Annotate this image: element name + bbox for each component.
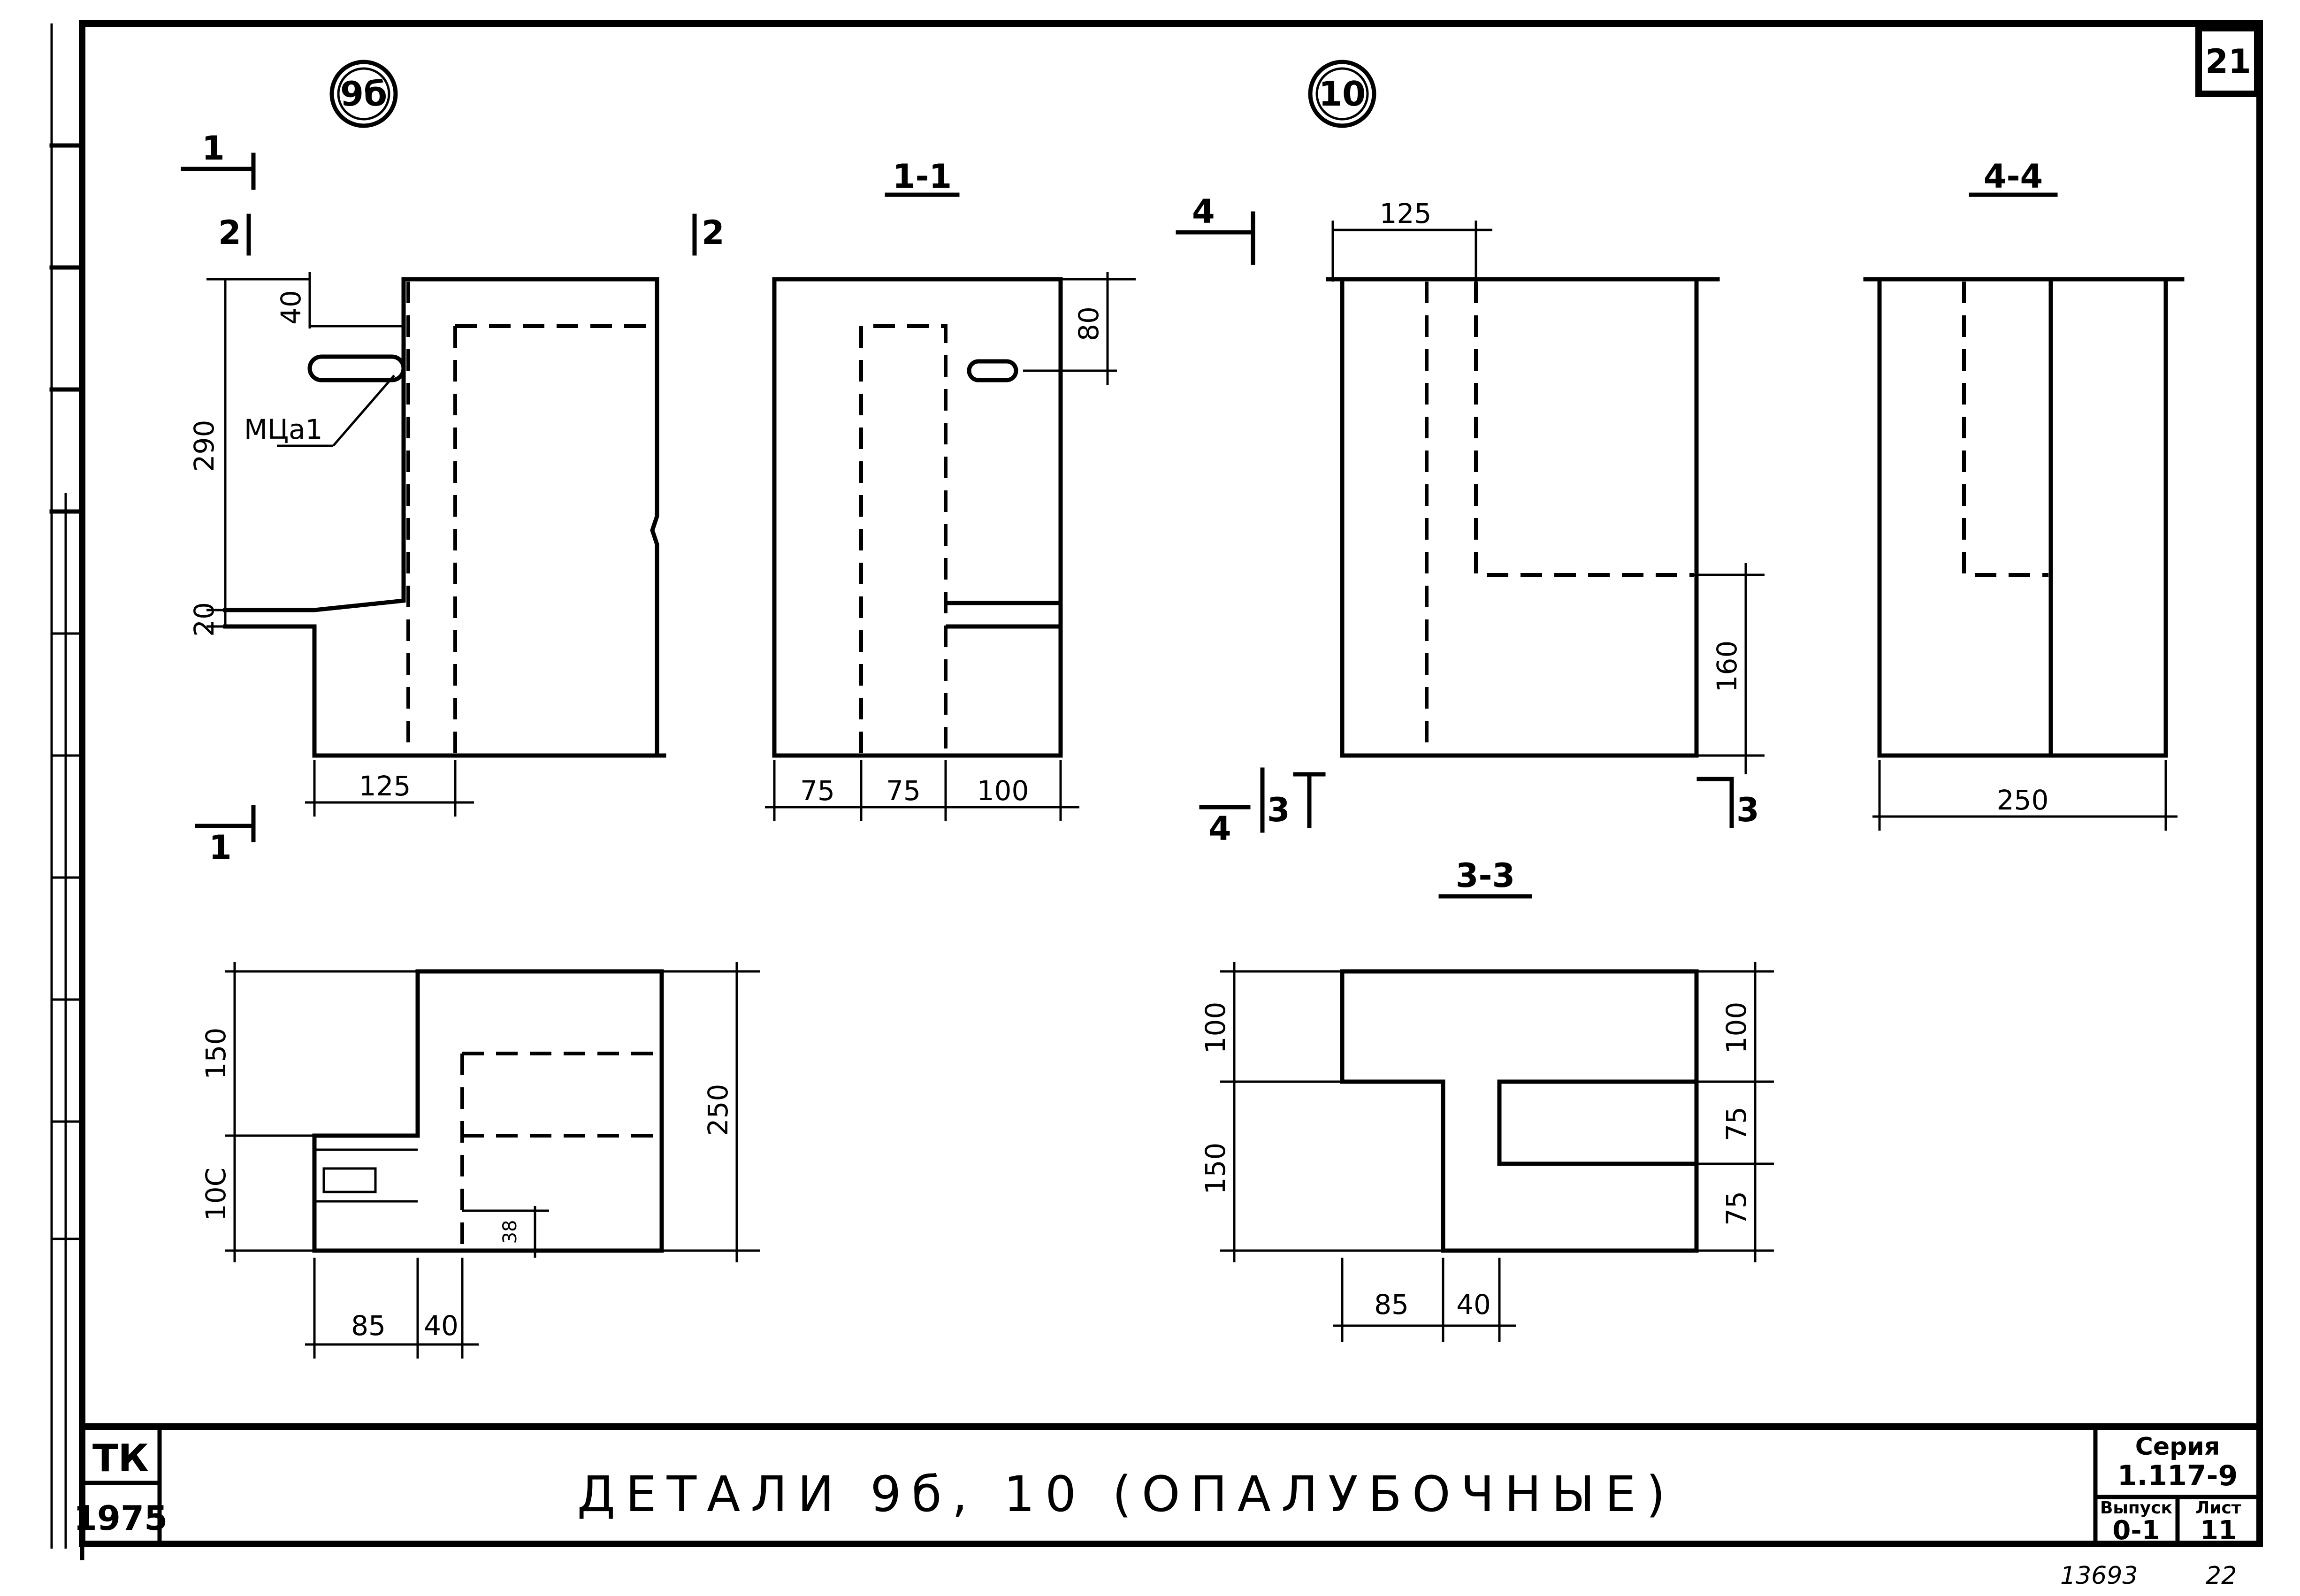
dim-85: 85 [351, 1310, 386, 1342]
anchor-plate-icon [322, 1167, 377, 1193]
sheet-number: 21 [2205, 42, 2251, 81]
series-label: Серия [2135, 1433, 2220, 1461]
dim-75-b: 75 [886, 775, 921, 807]
leader-line [332, 374, 395, 447]
cut-mark-2-left: 2 [218, 214, 241, 252]
org-code: ТК [92, 1436, 149, 1480]
cut-mark-2-right: 2 [702, 214, 725, 252]
dim-250: 250 [702, 1084, 734, 1136]
sheet-frame [79, 20, 2263, 1547]
dim-250: 250 [1997, 784, 2049, 816]
part-mark-label: МЦа1 [244, 413, 323, 445]
dim-125: 125 [1380, 198, 1432, 229]
dim-20: 20 [188, 602, 220, 637]
section-4-4: 4-4 250 [1863, 157, 2185, 831]
cut-mark-1-bottom: 1 [209, 828, 232, 867]
dim-100-right: 100 [1720, 1002, 1752, 1054]
section-1-1: 1-1 80 75 75 100 [765, 157, 1136, 821]
dim-38: 38 [499, 1220, 521, 1244]
dim-75-a: 75 [1720, 1107, 1752, 1141]
sheet-value: 11 [2200, 1515, 2237, 1546]
dim-125: 125 [359, 770, 411, 802]
dim-100: 10С [200, 1168, 232, 1221]
series-value: 1.117-9 [2117, 1459, 2238, 1492]
section-3-3: 3-3 100 150 100 75 75 85 40 [1200, 856, 1774, 1342]
detail-10-elevation: 125 160 4 4 3 3 [1176, 192, 1765, 848]
drawing-title: ДЕТАЛИ 9б, 10 (ОПАЛУБОЧНЫЕ) [577, 1466, 1676, 1523]
callout-10-label: 10 [1319, 74, 1366, 114]
issue-value: 0-1 [2112, 1515, 2160, 1546]
dim-100-left: 100 [1200, 1002, 1231, 1054]
dim-290: 290 [188, 420, 220, 472]
dim-85: 85 [1374, 1289, 1409, 1321]
section-3-3-label: 3-3 [1456, 856, 1515, 895]
dim-40: 40 [424, 1310, 458, 1342]
dim-80: 80 [1073, 306, 1105, 341]
title-block: ТК 1975 ДЕТАЛИ 9б, 10 (ОПАЛУБОЧНЫЕ) Сери… [74, 1424, 2262, 1546]
detail-9b-plan: 150 10С 250 38 85 40 [200, 962, 760, 1359]
sheet-number-box [2195, 25, 2261, 97]
cut-mark-3-left: 3 [1267, 791, 1290, 829]
dim-160: 160 [1711, 641, 1743, 693]
issue-label: Выпуск [2100, 1498, 2172, 1518]
binding-strip [49, 23, 84, 1549]
dim-40: 40 [275, 290, 307, 325]
callout-10: 10 [1308, 60, 1376, 128]
year: 1975 [74, 1498, 168, 1538]
sheet-label: Лист [2195, 1498, 2241, 1518]
dim-150: 150 [1200, 1143, 1231, 1195]
dim-40: 40 [1456, 1289, 1491, 1321]
section-1-1-label: 1-1 [893, 157, 952, 196]
cut-mark-1-top: 1 [202, 129, 225, 168]
anchor-loop-icon [967, 359, 1018, 382]
detail-9b-elevation: МЦа1 290 20 40 125 1 1 2 2 [181, 129, 725, 867]
dim-75-b: 75 [1720, 1191, 1752, 1226]
section-4-4-label: 4-4 [1984, 157, 2043, 196]
anchor-loop-icon [307, 354, 406, 382]
cut-mark-4-bottom: 4 [1208, 809, 1231, 848]
dim-75-a: 75 [800, 775, 835, 807]
archive-page: 22 [2206, 1562, 2237, 1590]
callout-9b: 9б [329, 60, 398, 128]
dim-100: 100 [977, 775, 1029, 807]
cut-mark-3-right: 3 [1736, 791, 1759, 829]
dim-150: 150 [200, 1028, 232, 1080]
callout-9b-label: 9б [340, 74, 387, 114]
archive-number: 13693 [2060, 1562, 2138, 1590]
cut-mark-4-top: 4 [1192, 192, 1215, 231]
